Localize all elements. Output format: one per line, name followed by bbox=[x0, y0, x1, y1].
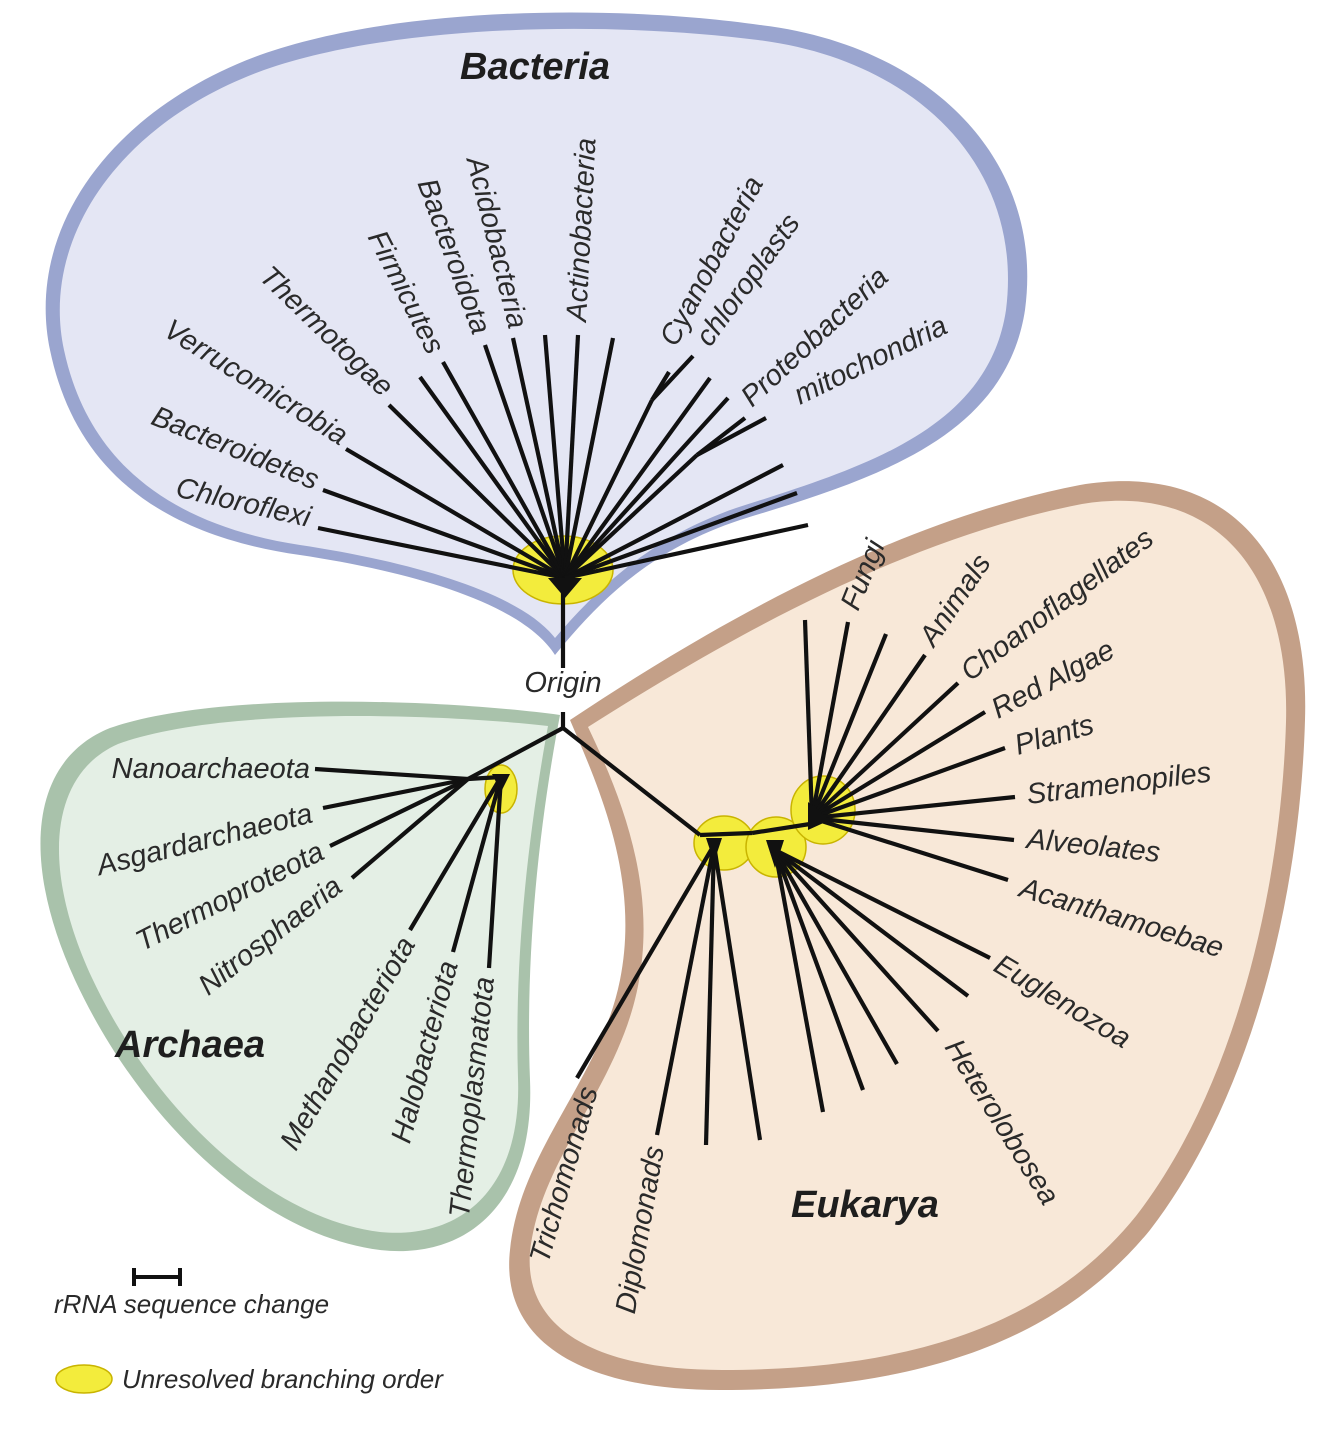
archaea-hub bbox=[492, 774, 510, 792]
scale-bar bbox=[132, 1268, 182, 1286]
branch-trichomonads bbox=[575, 843, 716, 1080]
unresolved-legend-swatch bbox=[55, 1364, 113, 1394]
branch-firmicutes bbox=[418, 375, 567, 580]
eukarya-region bbox=[509, 481, 1306, 1390]
branch-unlabeled-1 bbox=[510, 337, 568, 579]
eukarya-stem bbox=[561, 726, 702, 837]
branch-chloroplasts bbox=[650, 354, 695, 402]
scale-bar-label: rRNA sequence change bbox=[54, 1289, 329, 1319]
branch-nitrosphaeria bbox=[350, 777, 470, 880]
branch-unlabeled-4 bbox=[563, 376, 712, 580]
branch-acanthamoebae bbox=[811, 815, 1009, 883]
archaea-stem bbox=[467, 726, 564, 781]
branch-chloroflexi bbox=[317, 525, 566, 581]
branch-red-algae bbox=[810, 710, 987, 820]
eukarya-backbone-2 bbox=[751, 821, 811, 836]
branch-animals bbox=[810, 653, 927, 820]
branch-heterolobosea bbox=[773, 848, 940, 1033]
branch-proteobacteria bbox=[563, 453, 699, 580]
archaea-title: Archaea bbox=[114, 1024, 265, 1066]
branch-unlabeled-2 bbox=[562, 334, 581, 579]
branch-methanobacteriota bbox=[408, 775, 503, 932]
branch-plants bbox=[811, 746, 1006, 820]
branch-unlabeled-e8 bbox=[810, 633, 888, 819]
origin-label: Origin bbox=[524, 667, 601, 699]
archaea-region-fill bbox=[58, 716, 548, 1233]
bacteria-region bbox=[45, 12, 1028, 655]
eukarya-title: Eukarya bbox=[791, 1184, 939, 1226]
branch-bacteroidota bbox=[441, 360, 567, 580]
bacteria-branches bbox=[317, 334, 809, 598]
eukarya-hub-3 bbox=[808, 802, 830, 830]
branch-alveolates bbox=[811, 815, 1015, 843]
branch-unlabeled-7 bbox=[564, 491, 798, 580]
branch-diplomonads bbox=[654, 844, 717, 1136]
branch-bacteroidetes bbox=[322, 488, 566, 580]
branch-verrucomicrobia bbox=[344, 447, 567, 580]
branch-euglenozoa bbox=[774, 848, 991, 960]
branch-unlabeled-5 bbox=[563, 396, 730, 580]
branch-nanoarchaeota bbox=[314, 766, 469, 782]
branch-thermotogae bbox=[387, 403, 567, 580]
bacteria-hub bbox=[548, 578, 582, 598]
branch-mitochondria bbox=[696, 416, 767, 457]
eukarya-branches bbox=[575, 619, 1016, 1146]
branch-unlabeled-e4 bbox=[773, 849, 865, 1091]
bacteria-region-fill bbox=[59, 28, 1008, 638]
eukarya-hub-2 bbox=[766, 840, 784, 868]
archaea-region bbox=[40, 701, 561, 1252]
branch-actinobacteria bbox=[542, 334, 568, 579]
branch-unlabeled-8 bbox=[564, 522, 809, 581]
legend: rRNA sequence change Unresolved branchin… bbox=[54, 1268, 444, 1394]
unresolved-legend-label: Unresolved branching order bbox=[122, 1364, 444, 1394]
backbone bbox=[467, 578, 811, 838]
branch-unlabeled-e2 bbox=[711, 844, 763, 1141]
branch-thermoplasmatota bbox=[486, 776, 504, 969]
eukarya-region-fill bbox=[529, 500, 1287, 1370]
branch-asgardarchaeota bbox=[322, 776, 469, 811]
branch-thermoproteota bbox=[329, 777, 469, 848]
branch-halobacteriota bbox=[450, 776, 504, 953]
eukarya-hub-1 bbox=[706, 838, 722, 862]
branch-choanoflagellates bbox=[810, 681, 960, 820]
branch-cyanobacteria bbox=[563, 399, 654, 579]
eukarya-backbone-1 bbox=[699, 830, 753, 838]
branch-acidobacteria bbox=[483, 344, 567, 579]
branch-unlabeled-e5 bbox=[773, 848, 899, 1066]
branch-unlabeled-e3 bbox=[772, 849, 826, 1113]
branch-unlabeled-e6 bbox=[773, 848, 970, 998]
label-nanoarchaeota: Nanoarchaeota bbox=[112, 753, 310, 785]
branch-unlabeled-3 bbox=[562, 337, 616, 579]
bacteria-title: Bacteria bbox=[460, 46, 610, 88]
branch-stramenopiles bbox=[811, 794, 1016, 821]
branch-unlabeled-e1 bbox=[703, 844, 717, 1146]
branch-unlabeled-6 bbox=[564, 463, 784, 580]
branch-unlabeled-e7 bbox=[802, 619, 815, 819]
branch-fungi bbox=[809, 621, 851, 819]
archaea-branches bbox=[314, 766, 510, 969]
